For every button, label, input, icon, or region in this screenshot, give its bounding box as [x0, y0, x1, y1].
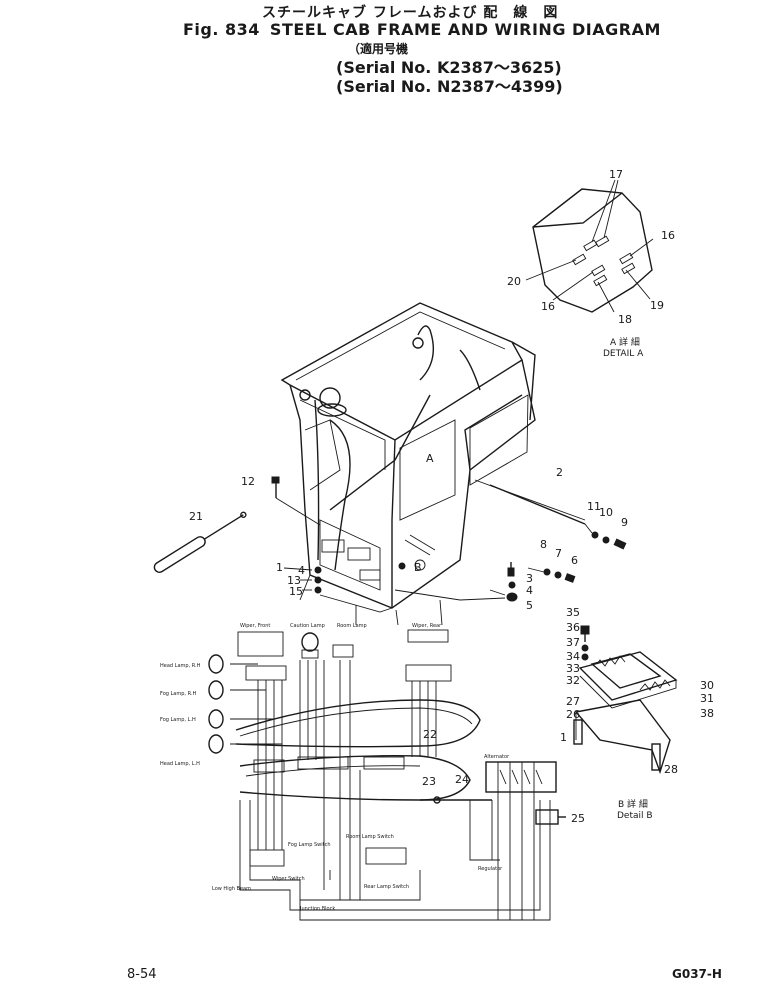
callout-16-detail-a-right: 16 — [661, 229, 675, 242]
callout-18: 18 — [618, 313, 632, 326]
label-head-lamp-lh: Head Lamp, L.H — [160, 761, 200, 767]
label-alternator: Alternator — [484, 754, 510, 760]
label-fog-lamp-lh: Fog Lamp, L.H — [160, 717, 196, 723]
callout-2: 2 — [556, 466, 563, 479]
label-rear-lamp-switch: Rear Lamp Switch — [364, 884, 409, 890]
figure-number: Fig. 834 — [183, 20, 260, 39]
callout-13: 13 — [287, 574, 301, 587]
callout-28: 28 — [664, 763, 678, 776]
wiring-diagram — [208, 629, 566, 921]
figure-title: STEEL CAB FRAME AND WIRING DIAGRAM — [269, 20, 661, 39]
callout-6: 6 — [571, 554, 578, 567]
detail-a-japanese: A 詳 細 — [610, 336, 640, 348]
callout-19: 19 — [650, 299, 664, 312]
callout-5: 5 — [526, 599, 533, 612]
label-fog-lamp-switch: Fog Lamp Switch — [288, 842, 331, 848]
callout-32: 32 — [566, 674, 580, 687]
callout-34: 34 — [566, 650, 580, 663]
callout-37: 37 — [566, 636, 580, 649]
callout-16-detail-a-left: 16 — [541, 300, 555, 313]
label-fog-lamp-rh: Fog Lamp, R.H — [160, 691, 196, 697]
callout-38: 38 — [700, 707, 714, 720]
japanese-serial-label: （適用号機 — [348, 42, 409, 56]
label-junction-block: Junction Block — [299, 906, 335, 912]
callout-15: 15 — [289, 585, 303, 598]
callout-22: 22 — [423, 728, 437, 741]
callout-3: 3 — [526, 572, 533, 585]
callout-30: 30 — [700, 679, 714, 692]
callout-11: 11 — [587, 500, 601, 513]
detail-b-assembly — [573, 625, 678, 775]
callout-24: 24 — [455, 773, 469, 786]
callout-23: 23 — [422, 775, 436, 788]
callout-25: 25 — [571, 812, 585, 825]
page-number: 8-54 — [127, 967, 157, 982]
detail-b-caption: Detail B — [617, 811, 653, 821]
serial-range-n: (Serial No. N2387～4399) — [336, 77, 563, 96]
callout-33: 33 — [566, 662, 580, 675]
callout-17: 17 — [609, 168, 623, 181]
label-low-high-beam: Low High Beam — [212, 886, 251, 892]
document-code: G037-H — [672, 967, 722, 981]
label-regulator: Regulator — [478, 866, 503, 872]
callout-31: 31 — [700, 692, 714, 705]
cab-frame-drawing — [153, 302, 627, 626]
serial-range-k: (Serial No. K2387～3625) — [336, 58, 562, 77]
label-head-lamp-rh: Head Lamp, R.H — [160, 663, 201, 669]
callout-36: 36 — [566, 621, 580, 634]
callout-7: 7 — [555, 547, 562, 560]
callout-1-detail-b: 1 — [560, 731, 567, 744]
figure-title-line: Fig. 834 STEEL CAB FRAME AND WIRING DIAGR… — [183, 20, 671, 39]
callout-10: 10 — [599, 506, 613, 519]
japanese-title: スチールキャブ フレームおよび 配 線 図 — [262, 5, 559, 21]
callout-B-marker: B — [414, 561, 422, 574]
callout-4-right: 4 — [526, 584, 533, 597]
callout-8: 8 — [540, 538, 547, 551]
label-wiper-switch: Wiper Switch — [272, 876, 305, 882]
callout-27: 27 — [566, 695, 580, 708]
detail-b-japanese: B 詳 細 — [618, 798, 648, 810]
callout-A-marker: A — [426, 452, 434, 465]
callout-35: 35 — [566, 606, 580, 619]
label-caution-lamp: Caution Lamp — [290, 623, 325, 629]
label-wiper-rear: Wiper, Rear — [412, 623, 442, 629]
label-wiper-front: Wiper, Front — [240, 623, 270, 629]
callout-1-cab: 1 — [276, 561, 283, 574]
callout-21: 21 — [189, 510, 203, 523]
callout-12: 12 — [241, 475, 255, 488]
callout-20: 20 — [507, 275, 521, 288]
detail-a-panel — [525, 179, 654, 313]
callout-9: 9 — [621, 516, 628, 529]
label-room-lamp: Room Lamp — [337, 623, 367, 629]
callout-4-cab: 4 — [298, 564, 305, 577]
label-room-lamp-switch: Room Lamp Switch — [346, 834, 394, 840]
detail-a-caption: DETAIL A — [603, 349, 644, 359]
callout-26: 26 — [566, 708, 580, 721]
